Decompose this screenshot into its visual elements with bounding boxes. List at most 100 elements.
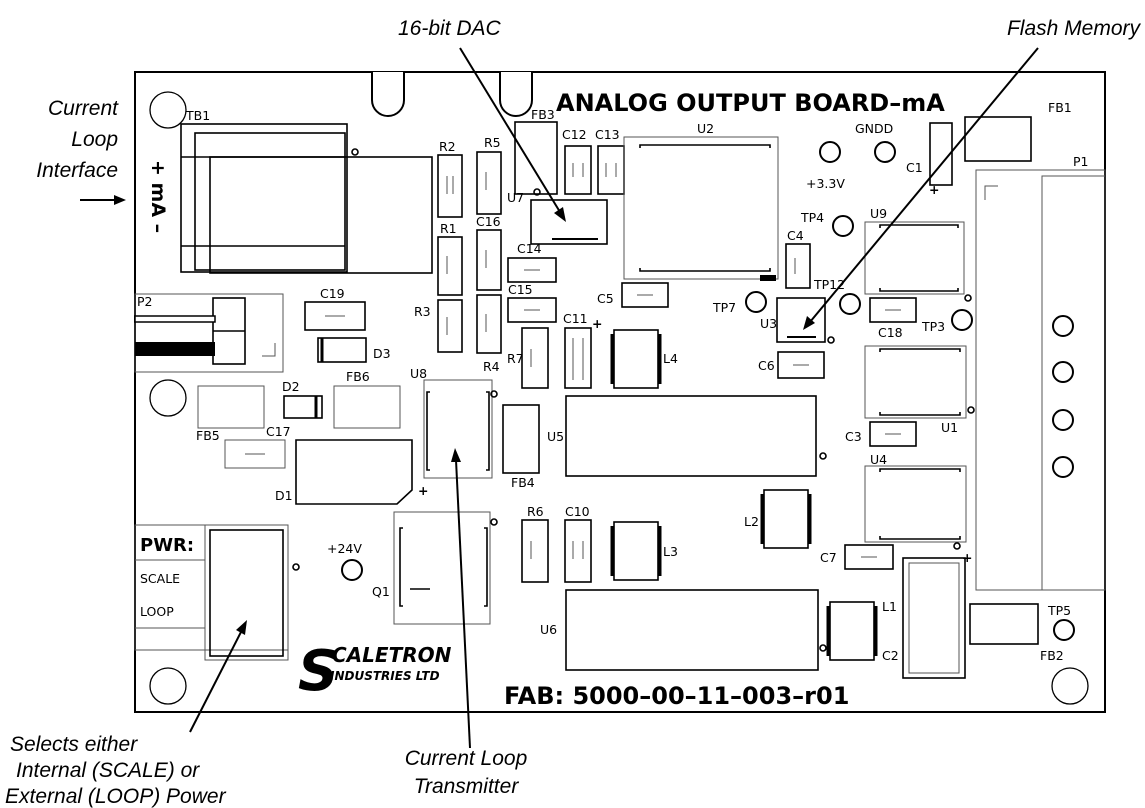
capacitor-c14: C14 (507, 241, 557, 283)
testpoint-3v3 (819, 141, 841, 163)
svg-text:Loop: Loop (71, 128, 118, 151)
sw1-power-switch: PWR: SCALE LOOP (134, 524, 300, 661)
resistor-r3: R3 (414, 299, 463, 353)
svg-text:U3: U3 (760, 316, 777, 331)
svg-text:FB5: FB5 (196, 428, 220, 443)
diode-d1: + D1 (275, 439, 428, 505)
svg-text:SCALE: SCALE (140, 571, 180, 586)
svg-text:Selects either: Selects either (10, 733, 138, 756)
svg-text:R7: R7 (507, 351, 524, 366)
svg-text:U7: U7 (507, 190, 524, 205)
testpoint-tp3 (951, 309, 973, 331)
diode-d3: D3 (317, 337, 391, 363)
capacitor-c3: C3 (845, 421, 917, 447)
p2-connector: P2 (134, 293, 284, 373)
inductor-l4: L4 (610, 329, 678, 389)
svg-text:U6: U6 (540, 622, 557, 637)
svg-text:L2: L2 (744, 514, 759, 529)
mounting-hole (1051, 667, 1089, 705)
svg-text:C6: C6 (758, 358, 775, 373)
svg-text:U5: U5 (547, 429, 564, 444)
svg-text:TP5: TP5 (1047, 603, 1071, 618)
testpoint-tp7 (745, 291, 767, 313)
board-notch (499, 72, 533, 117)
svg-text:U2: U2 (697, 121, 714, 136)
diode-d2: D2 (282, 379, 323, 419)
svg-text:R4: R4 (483, 359, 500, 374)
svg-text:TB1: TB1 (185, 108, 210, 123)
annotation-flash: Flash Memory (803, 17, 1141, 330)
svg-text:R5: R5 (484, 135, 501, 150)
inductor-l1: L1 (826, 599, 897, 661)
svg-text:FB4: FB4 (511, 475, 535, 490)
svg-text:Internal (SCALE) or: Internal (SCALE) or (16, 759, 200, 782)
p1-connector: P1 (975, 154, 1106, 591)
svg-text:+: + (592, 316, 602, 331)
resistor-r1: R1 (437, 221, 463, 296)
inductor-l3: L3 (610, 521, 678, 581)
testpoint-24v (341, 559, 363, 581)
svg-text:FB1: FB1 (1048, 100, 1072, 115)
svg-text:L1: L1 (882, 599, 897, 614)
svg-text:P1: P1 (1073, 154, 1089, 169)
annotation-current-loop-interface: Current Loop Interface (36, 97, 126, 205)
svg-text:Current Loop: Current Loop (405, 747, 528, 770)
svg-text:R1: R1 (440, 221, 457, 236)
svg-text:Current: Current (48, 97, 119, 120)
svg-text:R3: R3 (414, 304, 431, 319)
annotation-power-select: Selects either Internal (SCALE) or Exter… (5, 620, 247, 808)
svg-text:TP7: TP7 (712, 300, 736, 315)
mounting-hole (149, 667, 187, 705)
svg-text:Interface: Interface (36, 159, 118, 182)
capacitor-c5: C5 (597, 282, 669, 308)
u6-chip: U6 (540, 589, 827, 671)
ferrite-fb5: FB5 (196, 385, 265, 443)
svg-text:FB2: FB2 (1040, 648, 1064, 663)
capacitor-c4: C4 (785, 228, 811, 289)
resistor-r4: R4 (476, 294, 502, 374)
svg-text:C18: C18 (878, 325, 903, 340)
svg-text:C15: C15 (508, 282, 533, 297)
resistor-r7: R7 (507, 327, 549, 389)
annotation-transmitter: Current Loop Transmitter (405, 448, 528, 798)
u1-chip: U1 (864, 345, 975, 435)
svg-text:Transmitter: Transmitter (414, 775, 520, 798)
svg-text:D1: D1 (275, 488, 293, 503)
ma-label: + mA – (147, 160, 169, 233)
svg-text:C17: C17 (266, 424, 291, 439)
capacitor-c1: + C1 (906, 122, 953, 197)
u4-chip: U4 (864, 452, 967, 550)
svg-text:CALETRON: CALETRON (332, 643, 452, 667)
u9-chip: U9 (864, 206, 972, 302)
u7-dac-chip: U7 (507, 188, 608, 245)
svg-text:C10: C10 (565, 504, 590, 519)
svg-text:PWR:: PWR: (140, 535, 194, 556)
svg-text:D2: D2 (282, 379, 300, 394)
capacitor-c19: C19 (304, 286, 366, 331)
svg-text:C3: C3 (845, 429, 862, 444)
svg-text:C13: C13 (595, 127, 620, 142)
svg-text:+: + (418, 483, 428, 498)
svg-text:U9: U9 (870, 206, 887, 221)
svg-text:INDUSTRIES LTD: INDUSTRIES LTD (330, 669, 440, 683)
svg-text:U1: U1 (941, 420, 958, 435)
board-notch (371, 72, 405, 117)
u3-flash-chip: U3 (760, 297, 835, 344)
board-title: ANALOG OUTPUT BOARD–mA (556, 89, 945, 117)
capacitor-c12: C12 (562, 127, 592, 195)
label-gndd: GNDD (855, 121, 893, 136)
capacitor-c7: C7 (820, 544, 894, 570)
svg-text:FB6: FB6 (346, 369, 370, 384)
scaletron-logo: S CALETRON INDUSTRIES LTD (298, 639, 452, 704)
resistor-r2: R2 (437, 139, 463, 218)
label-3v3: +3.3V (806, 176, 845, 191)
capacitor-c11: C11 + (563, 311, 602, 389)
svg-text:External (LOOP) Power: External (LOOP) Power (5, 785, 227, 808)
capacitor-c10: C10 (564, 504, 592, 583)
ferrite-fb1: FB1 (964, 100, 1072, 162)
u5-chip: U5 (547, 395, 827, 477)
fab-number: FAB: 5000–00–11–003–r01 (504, 682, 849, 710)
svg-text:L3: L3 (663, 544, 678, 559)
testpoint-tp5 (1053, 619, 1075, 641)
